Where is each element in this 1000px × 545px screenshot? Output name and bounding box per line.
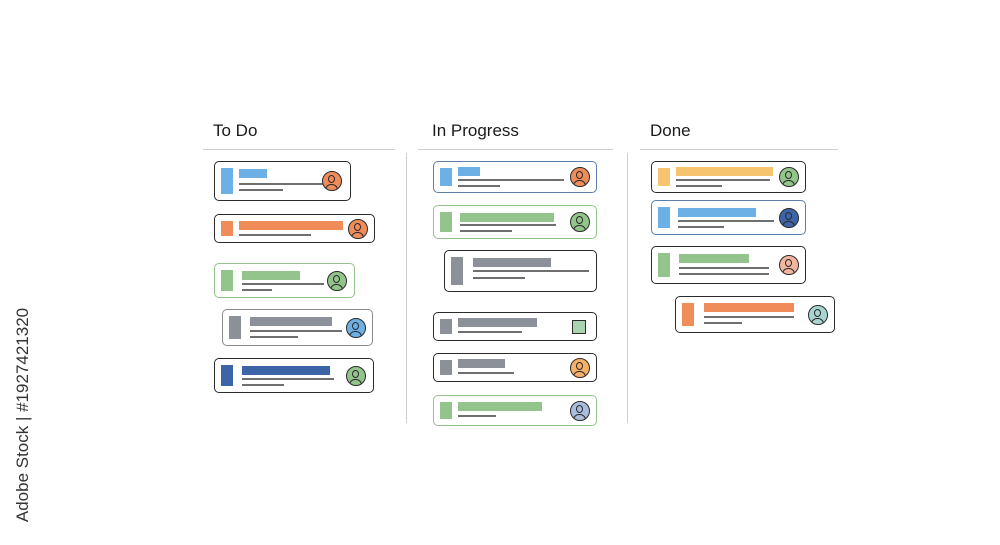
task-card[interactable] (651, 200, 806, 235)
task-card[interactable] (675, 296, 835, 333)
task-card[interactable] (433, 161, 597, 193)
column-title-done: Done (650, 121, 691, 140)
checkbox-square-icon[interactable] (572, 319, 586, 334)
card-accent (682, 303, 694, 326)
card-heading-bar (458, 167, 480, 176)
user-avatar-icon[interactable] (348, 218, 368, 239)
user-avatar-icon[interactable] (570, 357, 590, 378)
card-heading-bar (242, 271, 300, 280)
card-text-line (242, 384, 284, 386)
card-text-line (458, 331, 522, 333)
card-accent (221, 168, 233, 194)
card-accent (658, 253, 670, 277)
card-heading-bar (242, 366, 330, 375)
card-text-line (679, 273, 769, 275)
user-avatar-icon[interactable] (779, 167, 799, 187)
column-title-todo: To Do (213, 121, 258, 140)
card-accent (221, 221, 233, 236)
card-accent (440, 360, 452, 375)
card-heading-bar (458, 359, 505, 368)
card-heading-bar (704, 303, 794, 312)
card-heading-bar (473, 258, 551, 267)
column-divider (406, 153, 407, 423)
card-text-line (250, 336, 298, 338)
card-accent (221, 365, 233, 386)
card-text-line (473, 277, 525, 279)
task-card[interactable] (651, 161, 806, 193)
user-avatar-icon[interactable] (570, 167, 590, 187)
card-accent (440, 319, 452, 334)
card-text-line (678, 220, 774, 222)
card-text-line (458, 372, 514, 374)
user-avatar-icon[interactable] (322, 171, 342, 191)
user-avatar-icon[interactable] (346, 317, 366, 338)
task-card[interactable] (433, 205, 597, 239)
card-text-line (473, 270, 589, 272)
task-card[interactable] (214, 263, 355, 298)
card-text-line (239, 234, 311, 236)
card-accent (451, 257, 463, 285)
card-heading-bar (678, 208, 756, 217)
card-text-line (704, 316, 794, 318)
card-text-line (458, 415, 496, 417)
card-text-line (460, 224, 556, 226)
task-card[interactable] (214, 214, 375, 243)
card-text-line (250, 330, 342, 332)
task-card[interactable] (214, 358, 374, 393)
card-heading-bar (460, 213, 554, 222)
card-accent (658, 207, 670, 228)
card-text-line (704, 322, 742, 324)
user-avatar-icon[interactable] (570, 212, 590, 232)
card-accent (440, 212, 452, 232)
card-text-line (678, 226, 724, 228)
card-text-line (679, 267, 769, 269)
column-header-rule (203, 149, 395, 150)
user-avatar-icon[interactable] (346, 365, 366, 386)
card-accent (440, 168, 452, 186)
user-avatar-icon[interactable] (570, 400, 590, 421)
card-text-line (239, 189, 283, 191)
task-card[interactable] (444, 250, 597, 292)
user-avatar-icon[interactable] (779, 255, 799, 275)
card-heading-bar (458, 402, 542, 411)
card-text-line (242, 283, 324, 285)
card-accent (440, 402, 452, 419)
card-text-line (242, 378, 334, 380)
card-text-line (458, 185, 500, 187)
task-card[interactable] (433, 353, 597, 382)
card-text-line (458, 179, 564, 181)
task-card[interactable] (222, 309, 373, 346)
task-card[interactable] (433, 395, 597, 426)
card-text-line (676, 179, 770, 181)
user-avatar-icon[interactable] (327, 270, 347, 291)
card-heading-bar (239, 221, 343, 230)
user-avatar-icon[interactable] (779, 207, 799, 228)
card-text-line (239, 183, 325, 185)
card-heading-bar (676, 167, 773, 176)
task-card[interactable] (214, 161, 351, 201)
card-heading-bar (458, 318, 537, 327)
card-text-line (242, 289, 272, 291)
column-title-in-progress: In Progress (432, 121, 519, 140)
column-header-rule (418, 149, 613, 150)
card-text-line (676, 185, 722, 187)
card-accent (221, 270, 233, 291)
card-accent (658, 168, 670, 186)
watermark: Adobe Stock | #1927421320 (13, 307, 32, 523)
task-card[interactable] (651, 246, 806, 284)
column-divider (627, 153, 628, 423)
card-heading-bar (250, 317, 332, 326)
user-avatar-icon[interactable] (808, 304, 828, 325)
card-heading-bar (679, 254, 749, 263)
card-accent (229, 316, 241, 339)
task-card[interactable] (433, 312, 597, 341)
column-header-rule (640, 149, 838, 150)
card-text-line (460, 230, 512, 232)
card-heading-bar (239, 169, 267, 178)
